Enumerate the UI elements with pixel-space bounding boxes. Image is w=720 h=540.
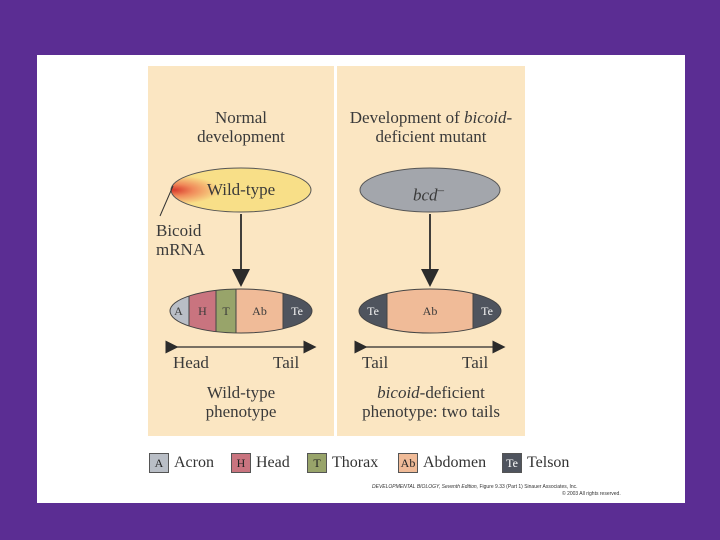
legend-swatch-acron: A	[149, 453, 169, 473]
mutant-title-line2: deficient mutant	[375, 127, 487, 146]
axis-tail-label-right-a: Tail	[362, 353, 389, 372]
segment-thorax	[216, 289, 236, 333]
mrna-label: mRNA	[156, 240, 206, 259]
bicoid-label: Bicoid	[156, 221, 202, 240]
figure-credit-line1: DEVELOPMENTAL BIOLOGY, Seventh Edition, …	[372, 484, 578, 490]
wild-type-phenotype-line1: Wild-type	[206, 383, 276, 402]
figure-credit-line2: © 2003 All rights reserved.	[562, 491, 621, 497]
legend-swatch-head: H	[231, 453, 251, 473]
legend-item-acron: A Acron	[149, 452, 214, 474]
segment-label-thorax: T	[222, 304, 230, 318]
axis-tail-label-left: Tail	[273, 353, 300, 372]
segment-abdomen-mid	[387, 289, 473, 333]
segment-label-telson: Te	[291, 304, 303, 318]
bicoid-mrna-pointer	[159, 185, 174, 217]
mutant-title-line1: Development of bicoid-	[349, 108, 513, 127]
wild-type-phenotype-line2: phenotype	[205, 402, 277, 421]
panel-divider	[334, 66, 337, 436]
legend-label-acron: Acron	[174, 454, 214, 471]
wild-type-embryo-label: Wild-type	[206, 180, 276, 199]
legend-item-head: H Head	[231, 452, 290, 474]
axis-head-label: Head	[173, 353, 209, 372]
bcd-mutant-embryo	[359, 167, 501, 213]
segment-label-abdomen: Ab	[252, 304, 267, 318]
legend-label-thorax: Thorax	[332, 454, 379, 471]
bcd-mutant-label: bcd–	[413, 182, 445, 205]
segment-abdomen	[236, 289, 283, 333]
legend-item-telson: Te Telson	[502, 452, 569, 474]
segment-head	[189, 289, 216, 333]
legend-label-head: Head	[256, 454, 290, 471]
normal-title-line1: Normal	[215, 108, 267, 127]
legend-swatch-thorax: T	[307, 453, 327, 473]
legend-item-thorax: T Thorax	[307, 452, 378, 474]
legend-item-abdomen: Ab Abdomen	[398, 452, 486, 474]
segment-label-abdomen-mid: Ab	[422, 304, 438, 318]
normal-title-line2: development	[197, 127, 285, 146]
mutant-phenotype-line1: bicoid-deficient	[377, 383, 485, 402]
segment-label-telson-left: Te	[367, 304, 379, 318]
mutant-development-panel	[337, 66, 525, 436]
segment-label-telson-right: Te	[481, 304, 493, 318]
axis-tail-label-right-b: Tail	[462, 353, 489, 372]
legend-swatch-abdomen: Ab	[398, 453, 418, 473]
segment-label-acron: A	[174, 304, 183, 318]
legend-label-abdomen: Abdomen	[423, 454, 487, 471]
segment-label-head: H	[198, 304, 207, 318]
mutant-phenotype-line2: phenotype: two tails	[362, 402, 500, 421]
legend-swatch-telson: Te	[502, 453, 522, 473]
legend-label-telson: Telson	[527, 454, 570, 471]
